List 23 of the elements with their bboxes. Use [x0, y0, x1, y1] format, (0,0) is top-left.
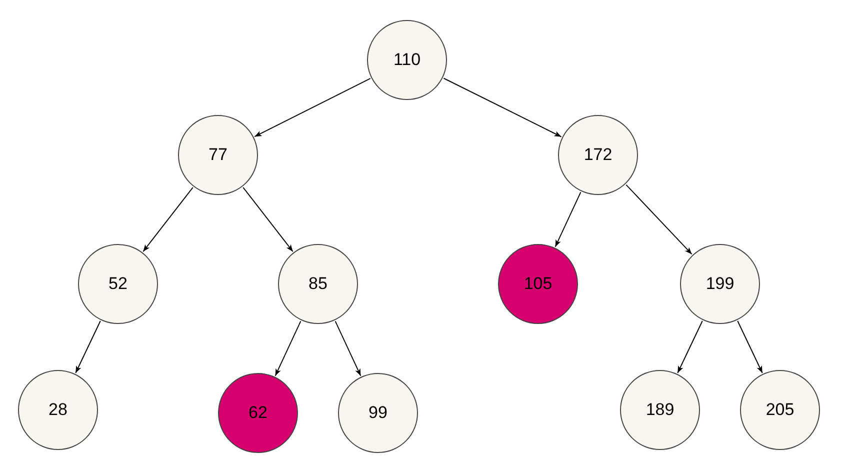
arrow: [274, 320, 302, 376]
node-value: 189: [646, 400, 674, 420]
arrow: [443, 78, 562, 138]
node-value: 199: [706, 274, 734, 294]
node-value: 85: [308, 274, 328, 294]
arrow: [254, 78, 371, 138]
node-value: 99: [368, 403, 388, 423]
arrow: [334, 320, 362, 376]
arrow: [677, 320, 703, 374]
node-value: 77: [208, 145, 228, 165]
node-value: 172: [584, 145, 612, 165]
node-value: 205: [766, 400, 794, 420]
node-value: 52: [108, 274, 128, 294]
arrow: [142, 186, 194, 252]
arrow: [554, 192, 582, 248]
node-value: 28: [48, 400, 68, 420]
arrow: [242, 186, 294, 252]
arrow: [737, 320, 763, 374]
node-value: 62: [248, 403, 268, 423]
node-value: 105: [524, 274, 552, 294]
arrow: [626, 184, 692, 255]
arrow: [75, 320, 101, 374]
node-value: 110: [393, 50, 421, 70]
